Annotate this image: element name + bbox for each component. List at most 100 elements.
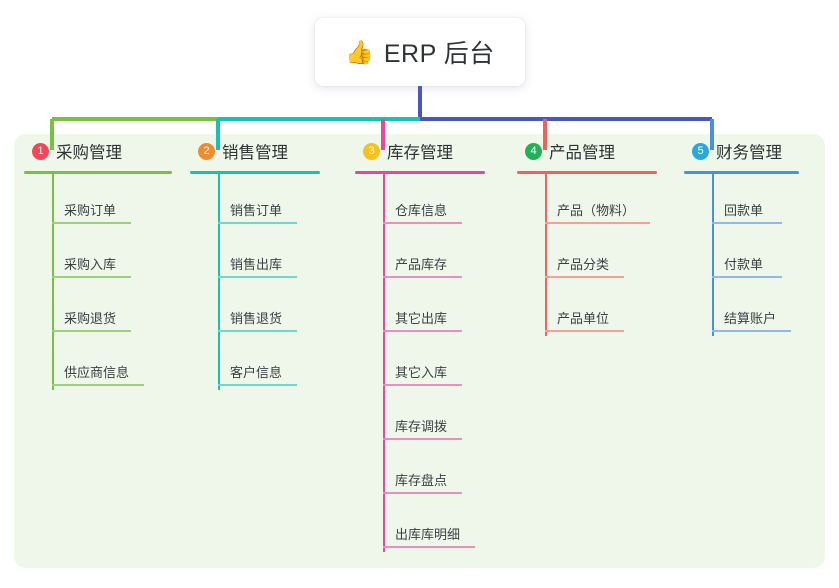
leaf-underline <box>52 330 131 332</box>
leaf-item[interactable]: 产品库存 <box>355 228 485 282</box>
branch-title: 采购管理 <box>56 144 122 162</box>
branch-number-badge: 5 <box>692 142 709 160</box>
leaf-label: 销售退货 <box>230 311 283 326</box>
branch-spine <box>52 174 54 390</box>
leaf-label: 库存调拨 <box>395 419 448 434</box>
root-node-title: ERP 后台 <box>383 40 495 68</box>
leaf-underline <box>712 222 782 224</box>
leaf-label: 采购订单 <box>64 203 117 218</box>
leaf-item[interactable]: 采购订单 <box>24 174 172 228</box>
leaf-label: 供应商信息 <box>64 365 130 380</box>
leaf-underline <box>52 222 131 224</box>
branch-underline <box>517 171 657 174</box>
leaf-underline <box>545 330 624 332</box>
leaf-item[interactable]: 销售退货 <box>190 282 320 336</box>
leaf-underline <box>52 384 144 386</box>
branch-number-badge: 2 <box>198 142 215 160</box>
leaf-underline <box>712 330 791 332</box>
leaf-label: 结算账户 <box>724 311 777 326</box>
leaf-underline <box>712 276 782 278</box>
leaf-item[interactable]: 销售出库 <box>190 228 320 282</box>
leaf-label: 客户信息 <box>230 365 283 380</box>
branch-underline <box>24 171 172 174</box>
leaf-label: 销售订单 <box>230 203 283 218</box>
branches-panel <box>14 134 825 568</box>
leaf-underline <box>52 276 131 278</box>
branch-header-3[interactable]: 3 库存管理 <box>355 134 485 168</box>
branch-title: 产品管理 <box>549 144 615 162</box>
branch-title: 销售管理 <box>222 144 288 162</box>
leaf-item[interactable]: 其它入库 <box>355 336 485 390</box>
leaf-label: 销售出库 <box>230 257 283 272</box>
leaf-item[interactable]: 付款单 <box>684 228 799 282</box>
branch-column-5: 5 财务管理回款单付款单结算账户 <box>684 134 799 336</box>
branch-underline <box>684 171 799 174</box>
thumbs-up-icon: 👍 <box>345 38 374 65</box>
leaf-label: 产品库存 <box>395 257 448 272</box>
leaf-item[interactable]: 其它出库 <box>355 282 485 336</box>
leaf-item[interactable]: 销售订单 <box>190 174 320 228</box>
leaf-item[interactable]: 结算账户 <box>684 282 799 336</box>
leaf-label: 回款单 <box>724 203 764 218</box>
branch-underline <box>190 171 320 174</box>
branch-header-2[interactable]: 2 销售管理 <box>190 134 320 168</box>
branch-spine <box>545 174 547 336</box>
leaf-item[interactable]: 客户信息 <box>190 336 320 390</box>
leaf-item[interactable]: 库存盘点 <box>355 444 485 498</box>
branch-column-4: 4 产品管理产品（物料） 产品分类产品单位 <box>517 134 657 336</box>
branch-leaf-list: 仓库信息产品库存其它出库其它入库库存调拨库存盘点出库库明细 <box>355 174 485 552</box>
leaf-item[interactable]: 产品分类 <box>517 228 657 282</box>
leaf-item[interactable]: 采购退货 <box>24 282 172 336</box>
leaf-underline <box>218 222 297 224</box>
root-node-card[interactable]: 👍 ERP 后台 <box>315 18 525 86</box>
branch-leaf-list: 销售订单销售出库销售退货客户信息 <box>190 174 320 390</box>
leaf-underline <box>383 384 462 386</box>
leaf-underline <box>218 330 297 332</box>
branch-number-badge: 3 <box>363 142 380 160</box>
branch-column-2: 2 销售管理销售订单销售出库销售退货客户信息 <box>190 134 320 390</box>
leaf-item[interactable]: 产品（物料） <box>517 174 657 228</box>
leaf-underline <box>383 492 462 494</box>
leaf-item[interactable]: 采购入库 <box>24 228 172 282</box>
branch-leaf-list: 回款单付款单结算账户 <box>684 174 799 336</box>
branch-columns: 1 采购管理采购订单采购入库采购退货供应商信息 2 销售管理销售订单销售出库销售退货客… <box>14 134 825 568</box>
branch-column-1: 1 采购管理采购订单采购入库采购退货供应商信息 <box>24 134 172 390</box>
leaf-label: 出库库明细 <box>395 527 461 542</box>
leaf-label: 其它出库 <box>395 311 448 326</box>
branch-header-5[interactable]: 5 财务管理 <box>684 134 799 168</box>
leaf-underline <box>545 222 651 224</box>
branch-leaf-list: 采购订单采购入库采购退货供应商信息 <box>24 174 172 390</box>
leaf-underline <box>383 546 475 548</box>
branch-header-4[interactable]: 4 产品管理 <box>517 134 657 168</box>
branch-spine <box>383 174 385 552</box>
leaf-underline <box>545 276 624 278</box>
leaf-item[interactable]: 仓库信息 <box>355 174 485 228</box>
branch-title: 财务管理 <box>716 144 782 162</box>
leaf-label: 付款单 <box>724 257 764 272</box>
leaf-label: 产品（物料） <box>557 203 636 218</box>
branch-spine <box>218 174 220 390</box>
leaf-underline <box>383 438 462 440</box>
leaf-item[interactable]: 库存调拨 <box>355 390 485 444</box>
leaf-label: 其它入库 <box>395 365 448 380</box>
branch-column-3: 3 库存管理仓库信息产品库存其它出库其它入库库存调拨库存盘点出库库明细 <box>355 134 485 552</box>
leaf-label: 产品分类 <box>557 257 610 272</box>
leaf-label: 库存盘点 <box>395 473 448 488</box>
leaf-item[interactable]: 供应商信息 <box>24 336 172 390</box>
leaf-item[interactable]: 产品单位 <box>517 282 657 336</box>
leaf-underline <box>218 384 297 386</box>
branch-header-1[interactable]: 1 采购管理 <box>24 134 172 168</box>
leaf-item[interactable]: 出库库明细 <box>355 498 485 552</box>
leaf-label: 采购退货 <box>64 311 117 326</box>
branch-underline <box>355 171 485 174</box>
leaf-item[interactable]: 回款单 <box>684 174 799 228</box>
leaf-label: 仓库信息 <box>395 203 448 218</box>
leaf-underline <box>383 276 462 278</box>
branch-title: 库存管理 <box>387 144 453 162</box>
leaf-underline <box>218 276 297 278</box>
leaf-underline <box>383 330 462 332</box>
branch-number-badge: 4 <box>525 142 542 160</box>
branch-number-badge: 1 <box>32 142 49 160</box>
branch-spine <box>712 174 714 336</box>
